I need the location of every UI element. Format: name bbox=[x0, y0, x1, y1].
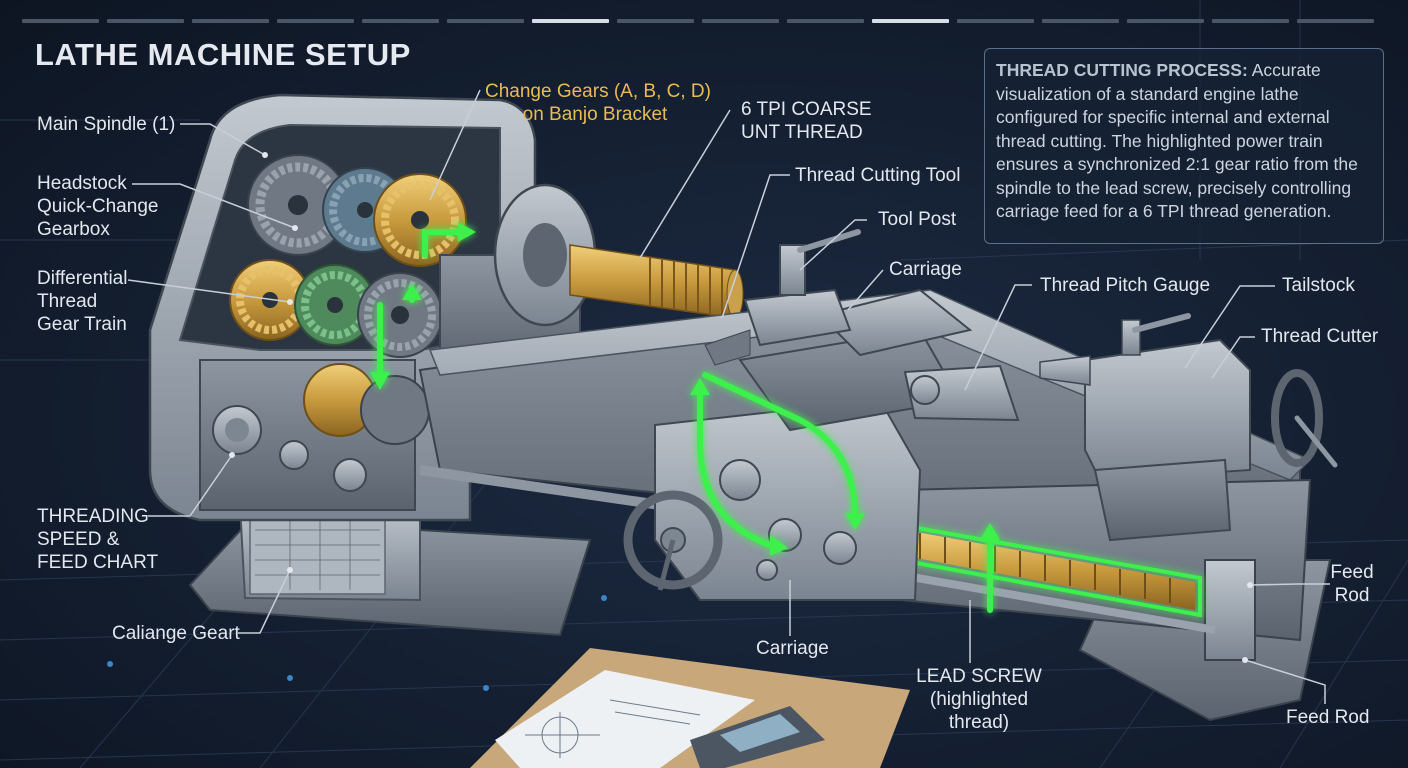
progress-segment bbox=[192, 19, 269, 23]
threading-chart-plate bbox=[249, 511, 386, 595]
tailstock-body bbox=[1039, 313, 1338, 542]
label-differential-line3: Gear Train bbox=[37, 314, 127, 335]
label-tailstock: Tailstock bbox=[1282, 275, 1355, 296]
label-thread-cutter: Thread Cutter bbox=[1261, 326, 1379, 347]
label-threading-chart: THREADING SPEED & FEED CHART bbox=[37, 505, 158, 574]
progress-segment bbox=[872, 19, 949, 23]
label-headstock: Headstock Quick-Change Gearbox bbox=[37, 172, 158, 241]
pitch-gauge bbox=[903, 364, 1020, 422]
label-change-gears-line2: on Banjo Bracket bbox=[522, 104, 668, 125]
label-differential-line2: Thread bbox=[37, 291, 98, 312]
label-carriage-bottom: Carriage bbox=[756, 638, 829, 659]
label-carriage-top: Carriage bbox=[889, 259, 962, 280]
label-headstock-line3: Gearbox bbox=[37, 219, 110, 240]
label-lead-screw-line2: (highlighted bbox=[929, 689, 1029, 710]
progress-segment bbox=[1297, 19, 1374, 23]
info-text: THREAD CUTTING PROCESS: Accurate visuali… bbox=[996, 59, 1372, 224]
label-threading-line1: THREADING bbox=[37, 506, 149, 527]
power-flow-arrowheads bbox=[370, 222, 1000, 556]
label-change-gears: Change Gears (A, B, C, D) on Banjo Brack… bbox=[485, 80, 711, 126]
progress-indicator bbox=[22, 19, 1374, 23]
page-title: LATHE MACHINE SETUP bbox=[35, 37, 411, 72]
info-body: Accurate visualization of a standard eng… bbox=[996, 60, 1358, 221]
label-differential-line1: Differential bbox=[37, 268, 128, 289]
label-tpi-line2: UNT THREAD bbox=[741, 122, 863, 143]
label-main-spindle: Main Spindle (1) bbox=[37, 114, 176, 135]
carriage bbox=[623, 229, 973, 601]
label-feed-rod-bottom: Feed Rod bbox=[1286, 707, 1370, 728]
label-tpi-line1: 6 TPI COARSE bbox=[741, 99, 872, 120]
info-heading: THREAD CUTTING PROCESS: bbox=[996, 60, 1248, 80]
progress-segment bbox=[702, 19, 779, 23]
progress-segment bbox=[617, 19, 694, 23]
label-change-gears-line1: Change Gears (A, B, C, D) bbox=[485, 81, 711, 102]
progress-segment bbox=[1042, 19, 1119, 23]
progress-segment bbox=[1127, 19, 1204, 23]
progress-segment bbox=[22, 19, 99, 23]
label-tool-post: Tool Post bbox=[878, 209, 957, 230]
progress-segment bbox=[107, 19, 184, 23]
label-thread-cutting-tool: Thread Cutting Tool bbox=[795, 165, 961, 186]
label-headstock-line1: Headstock bbox=[37, 173, 127, 194]
label-headstock-line2: Quick-Change bbox=[37, 196, 159, 217]
progress-segment bbox=[957, 19, 1034, 23]
desk bbox=[470, 648, 910, 768]
info-panel: THREAD CUTTING PROCESS: Accurate visuali… bbox=[984, 48, 1384, 244]
gear-train bbox=[229, 154, 467, 445]
progress-segment bbox=[1212, 19, 1289, 23]
power-flow-arrows bbox=[377, 229, 993, 613]
label-thread-pitch-gauge: Thread Pitch Gauge bbox=[1040, 275, 1211, 296]
progress-segment bbox=[362, 19, 439, 23]
label-lead-screw-line1: LEAD SCREW bbox=[916, 666, 1042, 687]
label-threading-line3: FEED CHART bbox=[37, 552, 159, 573]
progress-segment bbox=[277, 19, 354, 23]
grid-nodes bbox=[107, 595, 607, 691]
label-feed-rod-line2: Rod bbox=[1334, 585, 1370, 606]
progress-segment bbox=[787, 19, 864, 23]
label-tpi-thread: 6 TPI COARSE UNT THREAD bbox=[741, 98, 872, 144]
leader-lines bbox=[127, 89, 1330, 704]
label-caliange-geart: Caliange Geart bbox=[112, 623, 240, 644]
label-feed-rod-right: Feed Rod bbox=[1330, 561, 1374, 607]
leader-dots bbox=[229, 152, 1253, 663]
label-threading-line2: SPEED & bbox=[37, 529, 120, 550]
progress-segment bbox=[447, 19, 524, 23]
label-lead-screw: LEAD SCREW (highlighted thread) bbox=[915, 665, 1043, 734]
progress-segment bbox=[532, 19, 609, 23]
label-feed-rod-line1: Feed bbox=[1330, 562, 1374, 583]
label-lead-screw-line3: thread) bbox=[948, 712, 1010, 733]
label-differential: Differential Thread Gear Train bbox=[37, 267, 127, 336]
